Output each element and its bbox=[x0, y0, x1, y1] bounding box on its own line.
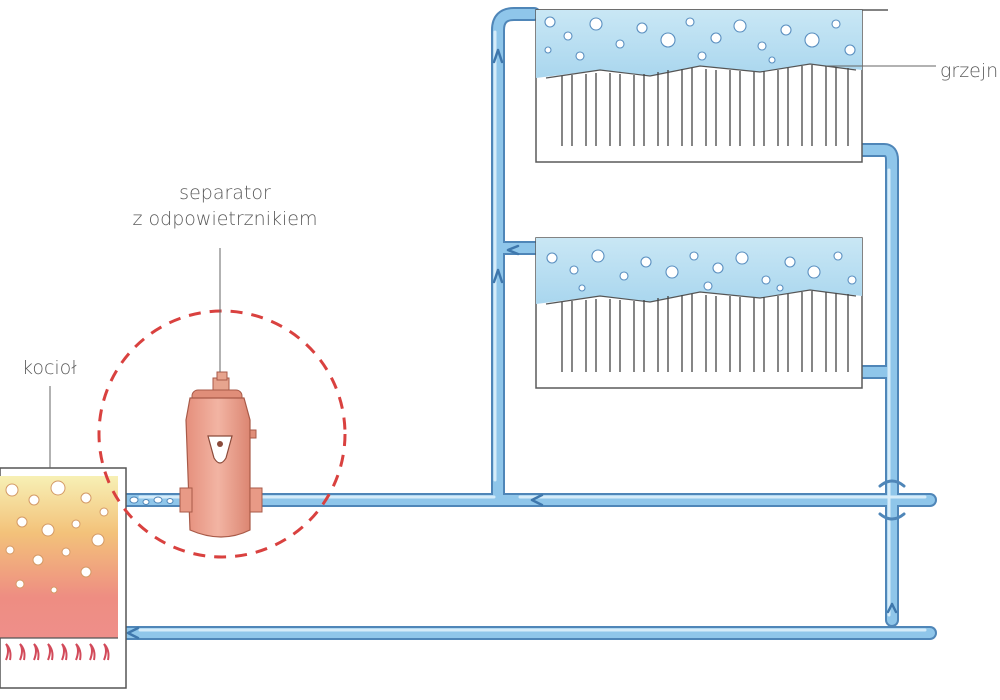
flow-arrow bbox=[886, 602, 898, 614]
separator-label-line1: separator bbox=[179, 182, 271, 204]
flow-arrow bbox=[506, 244, 520, 256]
flow-arrow bbox=[492, 48, 504, 64]
boiler bbox=[0, 467, 174, 689]
flow-arrow bbox=[126, 626, 140, 640]
separator-label-line2: z odpowietrznikiem bbox=[132, 208, 318, 230]
radiator-lower bbox=[535, 237, 863, 389]
radiator-label: grzejn bbox=[940, 60, 999, 82]
flame-icon bbox=[5, 643, 110, 661]
highlight-circle bbox=[97, 309, 347, 559]
flow-arrow bbox=[492, 268, 504, 284]
boiler-label: kocioł bbox=[22, 357, 77, 379]
air-separator-icon bbox=[97, 309, 347, 559]
supply-pipe bbox=[111, 7, 541, 507]
pipe-network bbox=[111, 7, 937, 640]
radiator-upper bbox=[535, 9, 888, 163]
flow-arrow bbox=[530, 493, 544, 507]
separator-label: separator z odpowietrznikiem bbox=[110, 180, 340, 232]
